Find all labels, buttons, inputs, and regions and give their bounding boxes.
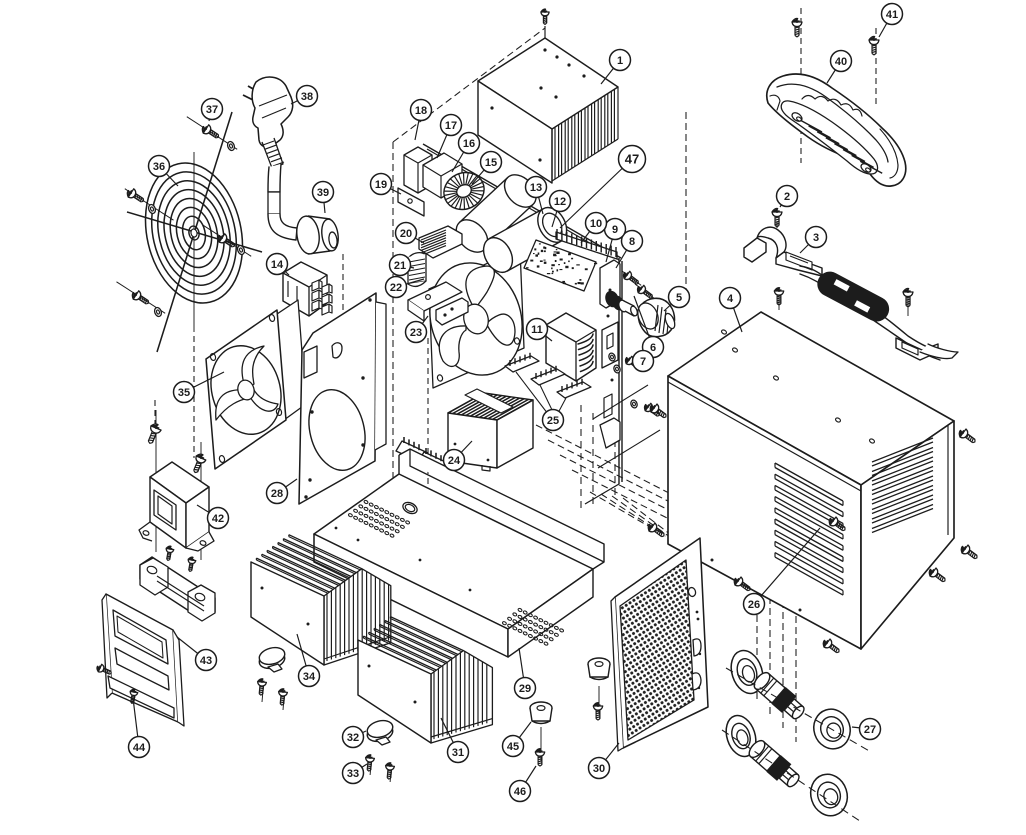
svg-text:35: 35 (178, 387, 190, 399)
svg-text:40: 40 (835, 56, 847, 68)
svg-text:24: 24 (448, 455, 461, 467)
svg-text:17: 17 (445, 120, 457, 132)
svg-text:25: 25 (547, 415, 559, 427)
svg-text:26: 26 (748, 599, 760, 611)
svg-text:36: 36 (153, 161, 165, 173)
svg-text:20: 20 (400, 228, 412, 240)
svg-text:22: 22 (390, 282, 402, 294)
svg-text:16: 16 (463, 138, 475, 150)
svg-text:19: 19 (375, 179, 387, 191)
svg-text:18: 18 (415, 105, 427, 117)
svg-text:10: 10 (590, 218, 602, 230)
svg-text:5: 5 (676, 292, 682, 304)
svg-text:2: 2 (784, 191, 790, 203)
svg-text:28: 28 (271, 488, 283, 500)
svg-text:13: 13 (530, 182, 542, 194)
svg-text:46: 46 (514, 786, 526, 798)
svg-text:9: 9 (612, 224, 618, 236)
svg-text:33: 33 (347, 768, 359, 780)
svg-text:29: 29 (519, 683, 531, 695)
svg-text:42: 42 (212, 513, 224, 525)
svg-text:43: 43 (200, 655, 212, 667)
svg-text:6: 6 (650, 342, 656, 354)
svg-text:34: 34 (303, 671, 316, 683)
svg-text:7: 7 (640, 356, 646, 368)
svg-text:41: 41 (886, 9, 898, 21)
svg-text:32: 32 (347, 732, 359, 744)
svg-text:38: 38 (301, 91, 313, 103)
svg-text:8: 8 (629, 236, 635, 248)
svg-text:44: 44 (133, 742, 146, 754)
svg-text:11: 11 (531, 324, 543, 336)
svg-text:37: 37 (206, 104, 218, 116)
svg-text:27: 27 (864, 724, 876, 736)
svg-text:45: 45 (507, 741, 519, 753)
svg-text:21: 21 (394, 260, 406, 272)
svg-text:12: 12 (554, 196, 566, 208)
svg-text:47: 47 (625, 152, 639, 167)
svg-text:4: 4 (727, 293, 734, 305)
svg-text:3: 3 (813, 232, 819, 244)
svg-text:31: 31 (452, 747, 464, 759)
svg-text:23: 23 (410, 327, 422, 339)
svg-text:30: 30 (593, 763, 605, 775)
svg-text:39: 39 (317, 187, 329, 199)
svg-text:15: 15 (485, 157, 497, 169)
svg-text:14: 14 (271, 259, 284, 271)
svg-text:1: 1 (617, 55, 623, 67)
